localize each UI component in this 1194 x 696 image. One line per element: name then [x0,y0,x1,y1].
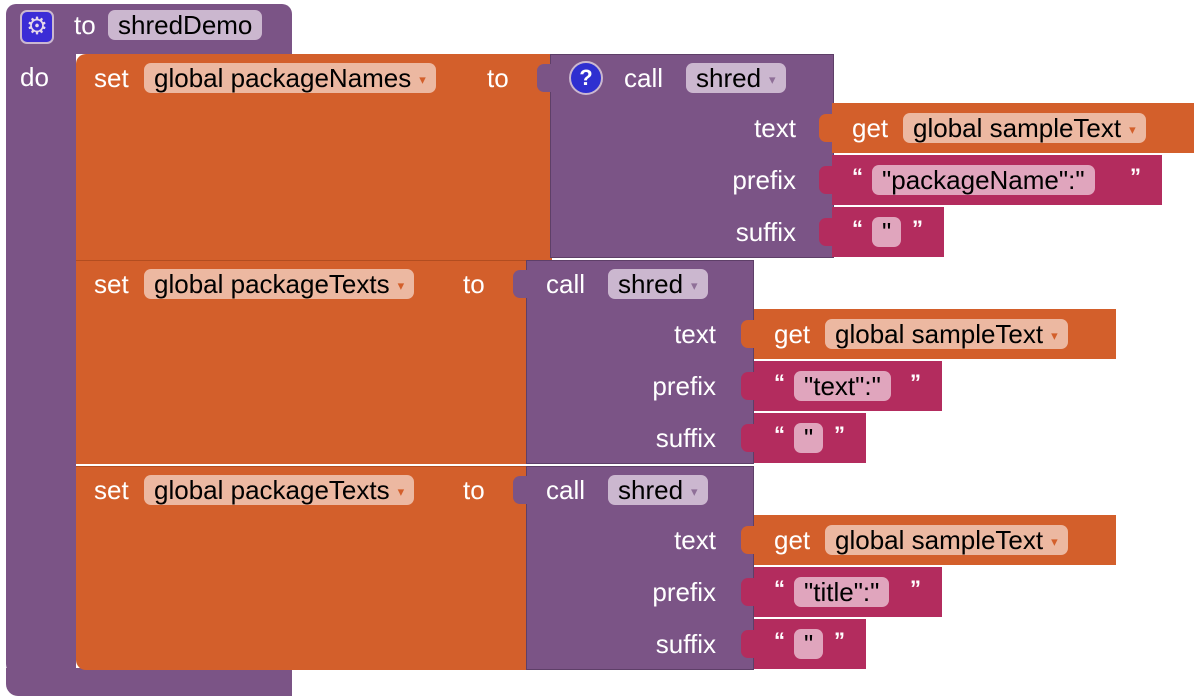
to-label: to [463,475,485,505]
procedure-to-label: to [74,10,96,40]
suffix-value: " [804,629,814,659]
text-connector [819,166,833,194]
get-variable-dropdown[interactable]: global sampleText ▾ [825,319,1068,349]
dropdown-arrow-icon: ▾ [397,484,405,500]
dropdown-arrow-icon: ▾ [1051,328,1058,344]
call-connector [513,270,527,298]
procedure-do-label: do [20,62,49,92]
dropdown-arrow-icon: ▾ [397,278,405,294]
variable-name: global packageNames [154,63,412,93]
get-variable-name: global sampleText [835,319,1044,349]
call-label: call [546,269,586,299]
call-connector [537,64,551,92]
variable-dropdown[interactable]: global packageNames ▾ [144,63,436,93]
procedure-name-field[interactable]: shredDemo [108,10,263,40]
arg-suffix-label: suffix [735,217,796,247]
get-connector [741,526,755,554]
arg-suffix-label: suffix [655,423,716,453]
suffix-value: " [882,217,892,247]
close-quote: ” [834,422,845,447]
prefix-value: "title":" [804,577,880,607]
set-label: set [94,63,129,93]
get-variable-dropdown[interactable]: global sampleText ▾ [825,525,1068,555]
prefix-value-field[interactable]: "title":" [794,577,890,607]
to-label: to [463,269,485,299]
get-label: get [774,525,811,555]
close-quote: ” [834,628,845,653]
function-name: shred [618,475,684,505]
suffix-value: " [804,423,814,453]
open-quote: “ [852,164,863,189]
function-dropdown[interactable]: shred ▾ [686,63,786,93]
dropdown-arrow-icon: ▾ [691,484,698,500]
prefix-value-field[interactable]: "text":" [794,371,891,401]
get-connector [819,114,833,142]
dropdown-arrow-icon: ▾ [1129,122,1136,138]
close-quote: ” [1130,164,1141,189]
set-label: set [94,475,129,505]
function-name: shred [696,63,762,93]
call-label: call [546,475,586,505]
dropdown-arrow-icon: ▾ [691,278,698,294]
gear-icon[interactable]: ⚙ [20,10,54,44]
procedure-name: shredDemo [118,10,253,40]
suffix-value-field[interactable]: " [794,629,824,659]
open-quote: “ [774,576,785,601]
text-connector [741,424,755,452]
text-connector [741,578,755,606]
arg-suffix-label: suffix [655,629,716,659]
close-quote: ” [912,216,923,241]
variable-dropdown[interactable]: global packageTexts ▾ [144,269,415,299]
call-label: call [624,63,664,93]
text-connector [741,372,755,400]
arg-prefix-label: prefix [652,371,716,401]
prefix-value: "text":" [804,371,881,401]
variable-dropdown[interactable]: global packageTexts ▾ [144,475,415,505]
dropdown-arrow-icon: ▾ [419,72,426,88]
arg-prefix-label: prefix [652,577,716,607]
get-label: get [852,113,889,143]
open-quote: “ [852,216,863,241]
set-label: set [94,269,129,299]
get-connector [741,320,755,348]
suffix-value-field[interactable]: " [794,423,824,453]
prefix-value: "packageName":" [882,165,1085,195]
function-name: shred [618,269,684,299]
get-variable-dropdown[interactable]: global sampleText ▾ [903,113,1146,143]
call-connector [513,476,527,504]
prefix-value-field[interactable]: "packageName":" [872,165,1095,195]
dropdown-arrow-icon: ▾ [1051,534,1058,550]
question-icon[interactable]: ? [569,61,603,95]
get-variable-name: global sampleText [913,113,1122,143]
arg-text-label: text [674,319,716,349]
open-quote: “ [774,628,785,653]
close-quote: ” [910,576,921,601]
function-dropdown[interactable]: shred ▾ [608,475,708,505]
text-connector [819,218,833,246]
to-label: to [487,63,509,93]
arg-text-label: text [674,525,716,555]
procedure-bottom-bar [6,668,292,696]
suffix-value-field[interactable]: " [872,217,902,247]
open-quote: “ [774,370,785,395]
variable-name: global packageTexts [154,475,390,505]
get-label: get [774,319,811,349]
get-variable-name: global sampleText [835,525,1044,555]
procedure-do-spine [6,50,76,676]
close-quote: ” [910,370,921,395]
open-quote: “ [774,422,785,447]
variable-name: global packageTexts [154,269,390,299]
text-connector [741,630,755,658]
arg-prefix-label: prefix [732,165,796,195]
function-dropdown[interactable]: shred ▾ [608,269,708,299]
dropdown-arrow-icon: ▾ [769,72,776,88]
arg-text-label: text [754,113,796,143]
